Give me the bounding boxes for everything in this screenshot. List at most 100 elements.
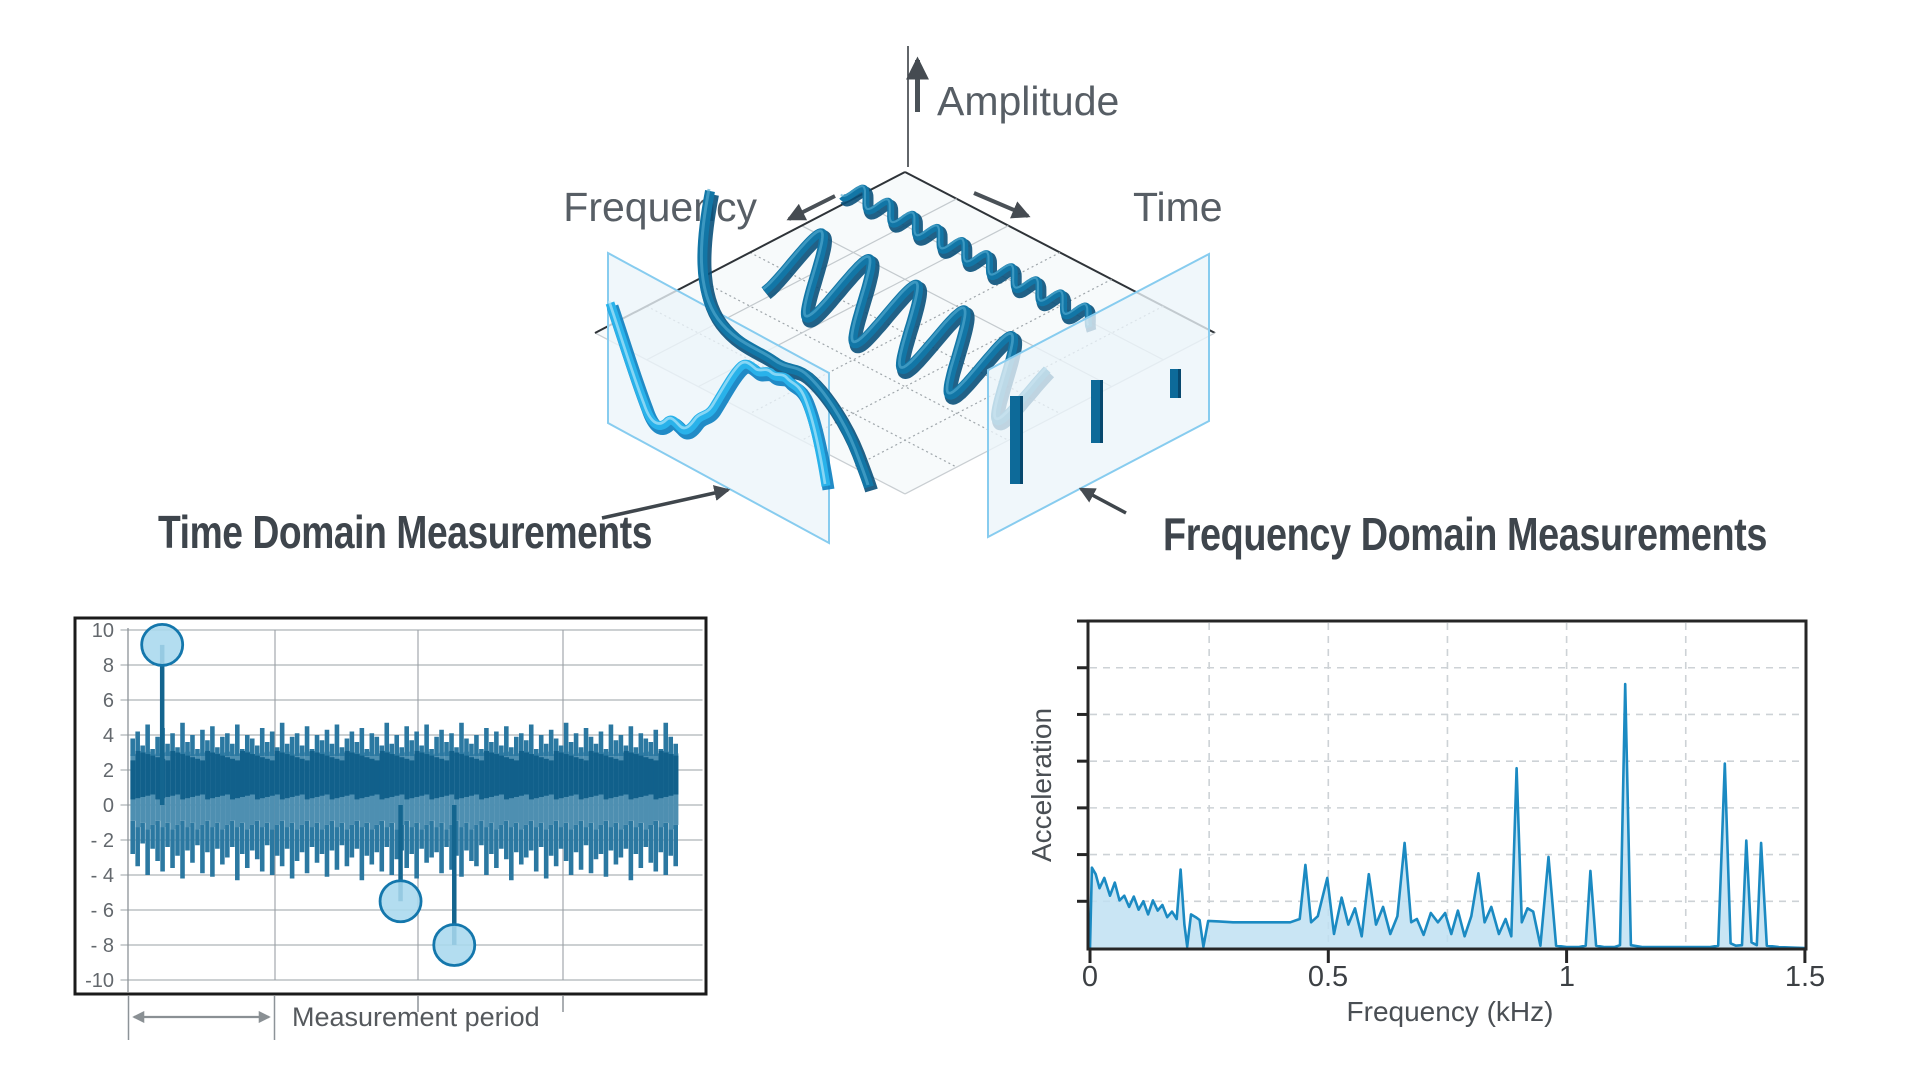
noise-lower-column — [309, 827, 315, 847]
signal-core-column — [603, 755, 609, 800]
signal-core-column — [304, 760, 310, 800]
noise-lower-column — [379, 820, 385, 872]
noise-lower-column — [394, 829, 400, 860]
noise-upper-column — [349, 731, 355, 756]
noise-upper-column — [185, 742, 190, 756]
noise-upper-column — [543, 743, 549, 756]
noise-upper-column — [638, 733, 644, 756]
signal-core-column — [464, 755, 470, 797]
signal-core-column — [244, 752, 250, 796]
noise-upper-column — [319, 740, 325, 756]
noise-lower-column — [334, 827, 340, 870]
signal-core-column — [563, 754, 569, 797]
signal-core-column — [299, 758, 305, 795]
signal-core-column — [344, 750, 350, 796]
noise-lower-column — [653, 820, 659, 872]
freq-xtick-05: 0.5 — [1308, 961, 1348, 993]
y-tick-label: - 8 — [91, 935, 114, 957]
signal-core-column — [294, 757, 300, 796]
noise-upper-column — [155, 736, 160, 756]
signal-core-column — [359, 755, 365, 799]
noise-lower-column — [210, 827, 215, 877]
signal-core-column — [578, 758, 584, 800]
signal-core-column — [528, 754, 534, 800]
measurement-period-label: Measurement period — [292, 1002, 540, 1032]
frequency-domain-heading: Frequency Domain Measurements — [1163, 508, 1767, 560]
spectrum-bar-3d — [1170, 369, 1181, 398]
noise-upper-column — [299, 745, 305, 756]
noise-upper-column — [553, 738, 559, 756]
noise-upper-column — [444, 742, 449, 756]
signal-core-column — [598, 754, 604, 795]
noise-upper-column — [603, 749, 609, 756]
freq-xtick-1: 1 — [1559, 961, 1575, 993]
noise-upper-column — [563, 722, 569, 756]
noise-lower-column — [648, 824, 654, 863]
noise-upper-column — [205, 740, 210, 756]
signal-core-column — [135, 750, 141, 799]
noise-upper-column — [135, 731, 140, 756]
y-tick-label: 4 — [103, 725, 114, 747]
noise-upper-column — [578, 747, 584, 756]
noise-lower-column — [215, 822, 220, 849]
ribbon-highlight — [840, 185, 1090, 326]
noise-upper-column — [359, 728, 365, 756]
time-arrow-icon — [973, 191, 1031, 219]
chart-frame — [73, 616, 708, 996]
noise-upper-column — [583, 728, 589, 756]
noise-upper-column — [518, 733, 524, 756]
y-tick-label: 0 — [103, 795, 114, 817]
signal-core-column — [195, 758, 201, 796]
noise-lower-column — [259, 827, 265, 872]
noise-upper-column — [459, 722, 464, 756]
noise-lower-column — [175, 824, 180, 856]
noise-lower-column — [618, 829, 624, 858]
noise-upper-column — [334, 724, 340, 756]
signal-core-column — [653, 760, 659, 800]
noise-upper-column — [514, 736, 519, 756]
noise-upper-column — [269, 731, 275, 756]
noise-lower-column — [404, 820, 409, 868]
signal-core-column — [494, 754, 500, 796]
noise-lower-column — [558, 827, 564, 849]
signal-core-column — [314, 752, 320, 797]
noise-lower-column — [494, 829, 499, 868]
noise-upper-column — [354, 742, 360, 756]
noise-lower-column — [170, 829, 175, 868]
noise-upper-column — [329, 743, 335, 756]
noise-upper-column — [653, 729, 659, 756]
signal-core-column — [479, 760, 485, 800]
noise-lower-column — [543, 829, 549, 879]
grid-line — [698, 278, 1009, 441]
noise-upper-column — [533, 749, 539, 756]
noise-lower-column — [623, 824, 629, 849]
noise-upper-column — [249, 738, 255, 756]
noise-lower-column — [489, 822, 494, 854]
noise-lower-column — [663, 822, 669, 875]
signal-core-column — [658, 750, 664, 799]
signal-core-column — [543, 758, 549, 796]
freq-yaxis-label: Acceleration — [1026, 708, 1057, 862]
signal-core-column — [588, 750, 594, 797]
signal-core-column — [618, 760, 624, 796]
noise-lower-column — [319, 829, 325, 854]
signal-core-column — [264, 758, 270, 797]
noise-lower-column — [588, 822, 594, 874]
noise-upper-column — [494, 731, 499, 756]
signal-core-column — [449, 750, 455, 795]
signal-core-column — [215, 754, 221, 797]
noise-lower-column — [528, 820, 534, 851]
noise-upper-column — [324, 729, 330, 756]
signal-core-column — [379, 750, 385, 800]
signal-core-column — [633, 754, 639, 799]
noise-upper-column — [623, 745, 629, 756]
signal-core-column — [608, 757, 614, 799]
signal-core-column — [404, 758, 410, 800]
noise-upper-column — [509, 747, 514, 756]
noise-upper-column — [568, 742, 574, 756]
noise-upper-column — [339, 747, 345, 756]
signal-core-column — [593, 752, 599, 796]
noise-lower-column — [165, 822, 170, 847]
noise-upper-column — [304, 726, 310, 756]
